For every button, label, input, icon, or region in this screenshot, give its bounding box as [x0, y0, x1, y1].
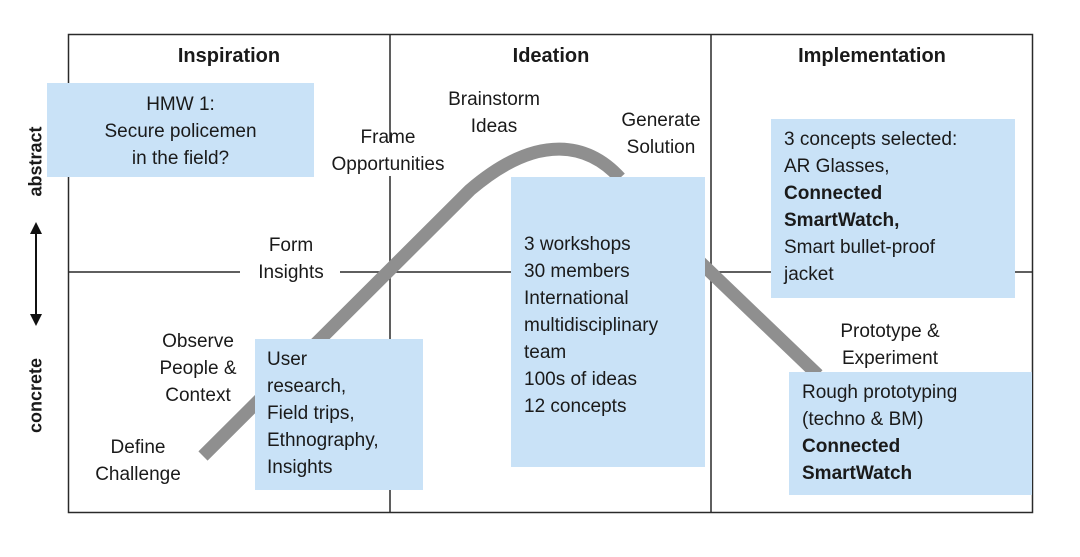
concepts-line-6: jacket	[784, 264, 834, 285]
column-header-ideation: Ideation	[512, 45, 590, 67]
step-define-line-1: Define	[110, 437, 166, 458]
workshops-line-2: 30 members	[524, 261, 630, 282]
concepts-line-2: AR Glasses,	[784, 156, 890, 177]
workshops-line-7: 12 concepts	[524, 396, 627, 417]
step-frame-opportunities: Frame Opportunities	[318, 124, 458, 178]
hmw-line-3: in the field?	[131, 148, 230, 169]
step-prototype-experiment: Prototype & Experiment	[822, 318, 958, 372]
box-workshops: 3 workshops 30 members International mul…	[511, 177, 705, 467]
box-hmw-question: HMW 1: Secure policemen in the field?	[47, 83, 314, 177]
process-curve-rising	[198, 142, 625, 461]
arrow-up-icon	[30, 222, 42, 234]
step-form-line-2: Insights	[258, 262, 324, 283]
label-mask-form-insights	[240, 258, 340, 286]
step-observe-line-3: Context	[165, 385, 231, 406]
workshops-line-3: International	[524, 288, 629, 309]
step-observe-line-2: People &	[159, 358, 237, 379]
process-curve-falling	[695, 257, 823, 380]
step-brainstorm-line-1: Brainstorm	[448, 89, 540, 110]
research-line-3: Field trips,	[267, 403, 355, 424]
box-user-research: User research, Field trips, Ethnography,…	[255, 339, 423, 490]
workshops-line-5: team	[524, 342, 567, 363]
concepts-line-4: SmartWatch,	[784, 210, 900, 231]
outer-frame	[67, 33, 1034, 514]
hmw-line-2: Secure policemen	[104, 121, 257, 142]
concepts-line-3: Connected	[784, 183, 883, 204]
step-define-challenge: Define Challenge	[88, 434, 188, 488]
step-generate-solution: Generate Solution	[603, 107, 719, 161]
step-generate-line-2: Solution	[626, 137, 696, 158]
step-form-insights: Form Insights	[244, 232, 338, 286]
step-brainstorm-ideas: Brainstorm Ideas	[430, 86, 558, 140]
step-frame-line-2: Opportunities	[331, 154, 445, 175]
step-form-line-1: Form	[268, 235, 314, 256]
prototyping-line-2: (techno & BM)	[802, 409, 924, 430]
prototyping-line-3: Connected	[802, 436, 901, 457]
step-frame-line-1: Frame	[360, 127, 416, 148]
prototyping-line-4: SmartWatch	[802, 463, 913, 484]
label-mask-frame	[318, 142, 458, 176]
concepts-line-5: Smart bullet-proof	[784, 237, 936, 258]
arrow-down-icon	[30, 314, 42, 326]
research-line-2: research,	[267, 376, 347, 397]
concepts-line-1: 3 concepts selected:	[784, 129, 958, 150]
research-line-5: Insights	[267, 457, 333, 478]
research-line-1: User	[267, 349, 308, 370]
hmw-line-1: HMW 1:	[146, 94, 215, 115]
step-prototype-line-2: Experiment	[841, 348, 939, 369]
box-rough-prototyping: Rough prototyping (techno & BM) Connecte…	[789, 372, 1032, 495]
workshops-line-6: 100s of ideas	[524, 369, 638, 390]
research-line-4: Ethnography,	[267, 430, 379, 451]
step-observe-line-1: Observe	[162, 331, 234, 352]
prototyping-line-1: Rough prototyping	[802, 382, 958, 403]
step-prototype-line-1: Prototype &	[840, 321, 940, 342]
workshops-line-4: multidisciplinary	[524, 315, 659, 336]
step-generate-line-1: Generate	[621, 110, 701, 131]
box-concepts-selected: 3 concepts selected: AR Glasses, Connect…	[771, 119, 1015, 298]
workshops-line-1: 3 workshops	[524, 234, 631, 255]
column-header-inspiration: Inspiration	[177, 45, 281, 67]
step-observe: Observe People & Context	[148, 328, 248, 409]
step-define-line-2: Challenge	[95, 464, 181, 485]
step-brainstorm-line-2: Ideas	[470, 116, 518, 137]
column-header-implementation: Implementation	[798, 45, 946, 67]
